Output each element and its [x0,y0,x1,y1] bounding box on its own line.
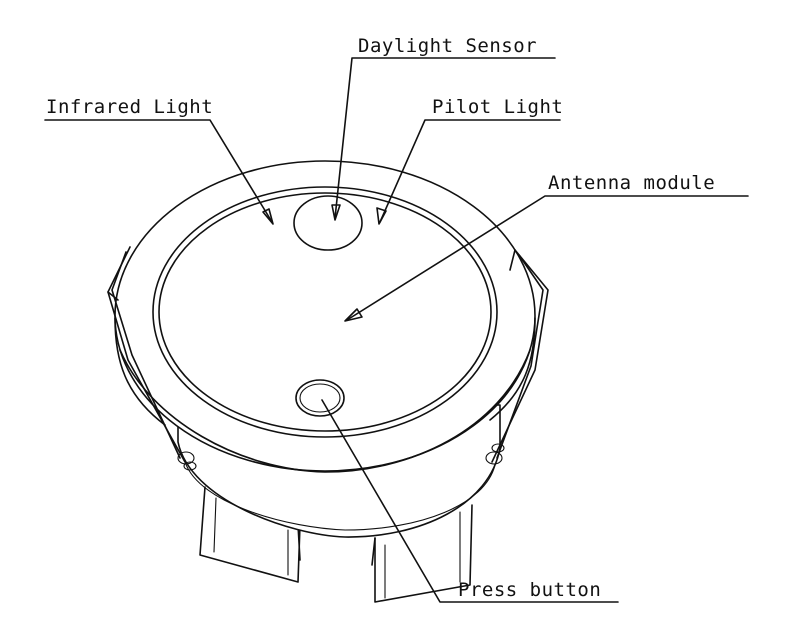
leader-infrared-light [44,119,274,225]
label-antenna-module: Antenna module [548,172,715,194]
leader-press-button [321,399,619,603]
leader-daylight-sensor [331,57,556,221]
spring-clip-right [485,249,549,465]
device-top-face [152,186,498,438]
daylight-sensor-window [293,195,363,251]
leader-antenna-module [344,195,749,322]
press-button[interactable] [295,379,345,417]
device-outer-flange [114,160,536,473]
spring-clip-left [107,246,197,471]
label-daylight-sensor: Daylight Sensor [358,35,537,57]
leader-pilot-light [376,119,561,225]
label-infrared-light: Infrared Light [46,96,213,118]
label-pilot-light: Pilot Light [432,96,563,118]
label-press-button: Press button [458,579,601,601]
